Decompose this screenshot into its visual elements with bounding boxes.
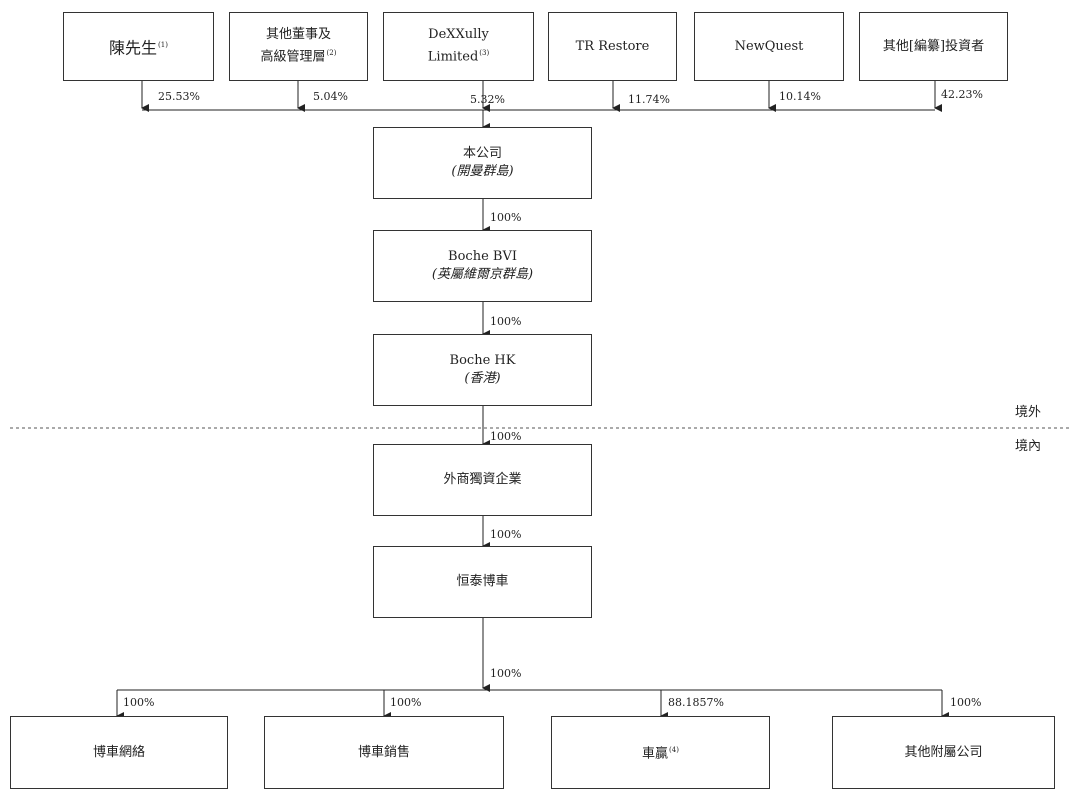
shareholder-label-line1: 其他董事及 bbox=[265, 27, 331, 43]
entity-jurisdiction: (英屬維爾京群島) bbox=[431, 267, 534, 282]
pct-label: 25.53% bbox=[158, 90, 200, 103]
hengtai-boche-box: 恒泰博車 bbox=[373, 546, 592, 618]
pct-label: 100% bbox=[390, 696, 422, 709]
footnote-marker: (2) bbox=[326, 49, 337, 58]
entity-name: Boche HK bbox=[449, 353, 516, 368]
entity-name: 博車網絡 bbox=[92, 744, 145, 760]
footnote-marker: (3) bbox=[479, 49, 490, 58]
pct-label: 88.1857% bbox=[668, 696, 724, 709]
pct-label: 100% bbox=[490, 315, 522, 328]
shareholder-newquest: NewQuest bbox=[694, 12, 844, 81]
pct-label: 10.14% bbox=[779, 90, 821, 103]
shareholder-dexxully: DeXXully Limited(3) bbox=[383, 12, 534, 81]
entity-name: Boche BVI bbox=[448, 249, 517, 264]
pct-label: 100% bbox=[490, 430, 522, 443]
entity-name: 車贏 bbox=[642, 746, 669, 762]
pct-label: 100% bbox=[490, 528, 522, 541]
pct-label: 5.32% bbox=[470, 93, 505, 106]
shareholder-label-line2: 高級管理層 bbox=[260, 49, 326, 65]
subsidiary-boche-sales: 博車銷售 bbox=[264, 716, 504, 789]
entity-name: 恒泰博車 bbox=[456, 574, 509, 589]
subsidiary-other: 其他附屬公司 bbox=[832, 716, 1055, 789]
shareholder-label: 陳先生 bbox=[109, 38, 158, 58]
entity-jurisdiction: (香港) bbox=[464, 371, 501, 386]
shareholder-label: 其他[編纂]投資者 bbox=[882, 38, 985, 54]
shareholder-label-line1: DeXXully bbox=[428, 27, 489, 43]
footnote-marker: (4) bbox=[669, 746, 679, 755]
wfoe-box: 外商獨資企業 bbox=[373, 444, 592, 516]
entity-jurisdiction: (開曼群島) bbox=[451, 164, 514, 179]
boche-hk-box: Boche HK (香港) bbox=[373, 334, 592, 406]
pct-label: 100% bbox=[950, 696, 982, 709]
company-box: 本公司 (開曼群島) bbox=[373, 127, 592, 199]
pct-label: 100% bbox=[490, 211, 522, 224]
pct-label: 42.23% bbox=[941, 88, 983, 101]
boche-bvi-box: Boche BVI (英屬維爾京群島) bbox=[373, 230, 592, 302]
shareholder-other-directors: 其他董事及 高級管理層(2) bbox=[229, 12, 368, 81]
footnote-marker: (1) bbox=[158, 40, 168, 49]
pct-label: 100% bbox=[490, 667, 522, 680]
shareholder-label-line2: Limited bbox=[427, 49, 479, 65]
entity-name: 外商獨資企業 bbox=[443, 472, 522, 487]
shareholder-other-investors: 其他[編纂]投資者 bbox=[859, 12, 1008, 81]
subsidiary-boche-network: 博車網絡 bbox=[10, 716, 228, 789]
shareholder-label: TR Restore bbox=[575, 38, 650, 54]
entity-name: 其他附屬公司 bbox=[904, 744, 983, 760]
pct-label: 11.74% bbox=[628, 93, 670, 106]
pct-label: 5.04% bbox=[313, 90, 348, 103]
entity-name: 博車銷售 bbox=[357, 744, 410, 760]
region-onshore-label: 境內 bbox=[1015, 439, 1042, 454]
shareholder-label: NewQuest bbox=[734, 38, 804, 54]
region-offshore-label: 境外 bbox=[1015, 405, 1042, 420]
pct-label: 100% bbox=[123, 696, 155, 709]
entity-name: 本公司 bbox=[462, 146, 502, 161]
shareholder-mr-chen: 陳先生(1) bbox=[63, 12, 214, 81]
subsidiary-cheying: 車贏(4) bbox=[551, 716, 770, 789]
shareholder-tr-restore: TR Restore bbox=[548, 12, 677, 81]
